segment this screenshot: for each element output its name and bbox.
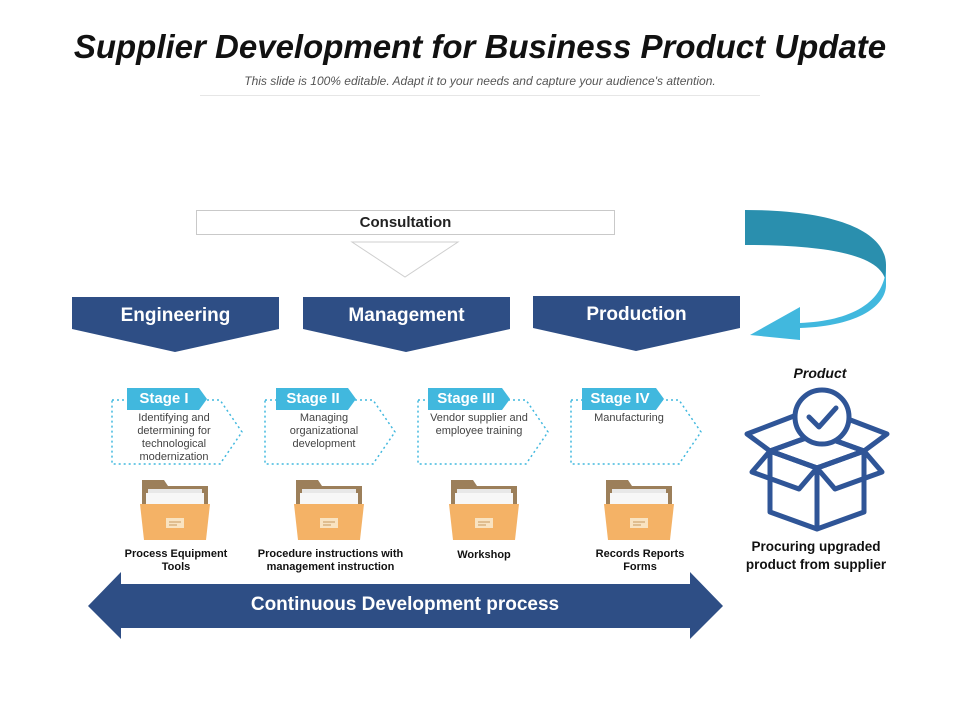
slide-title: Supplier Development for Business Produc…: [73, 28, 887, 65]
open-box-check-icon: [744, 387, 890, 532]
continuous-development-label: Continuous Development process: [250, 594, 560, 615]
slide-subtitle: This slide is 100% editable. Adapt it to…: [244, 74, 716, 88]
product-caption: Procuring upgraded product from supplier: [745, 539, 887, 572]
stage-4-description: Manufacturing: [594, 412, 664, 424]
banner-management: Management: [303, 297, 510, 353]
stage-3-tag: Stage III: [428, 388, 510, 410]
stage-1-tag: Stage I: [127, 388, 207, 410]
stage-3-caption: Workshop: [457, 549, 511, 561]
consultation-funnel: [350, 241, 460, 278]
stage-2-tag-label: Stage II: [286, 390, 340, 407]
folder-icon: [449, 480, 519, 540]
stage-4-tag-label: Stage IV: [590, 390, 650, 407]
banner-production: Production: [533, 296, 740, 352]
stage-1-description: Identifying and determining for technolo…: [137, 412, 211, 463]
banner-label-production: Production: [586, 304, 687, 325]
curved-return-arrow-icon: [745, 210, 886, 340]
stage-3-tag-label: Stage III: [437, 390, 495, 407]
stage-1-tag-label: Stage I: [139, 390, 189, 407]
consultation-box: Consultation: [196, 210, 615, 235]
stage-2-tag: Stage II: [276, 388, 356, 410]
stage-1-caption: Process Equipment Tools: [124, 548, 228, 573]
stage-4-tag: Stage IV: [582, 388, 664, 410]
banner-label-management: Management: [348, 305, 465, 326]
header-divider: [200, 95, 760, 96]
stage-3-description: Vendor supplier and employee training: [430, 412, 528, 437]
banner-engineering: Engineering: [72, 297, 279, 353]
stage-2-description: Managing organizational development: [289, 412, 359, 450]
folder-icon: [294, 480, 364, 540]
continuous-development-arrow: [88, 572, 723, 639]
stage-4-caption: Records Reports Forms: [595, 548, 685, 573]
banner-label-engineering: Engineering: [120, 305, 231, 326]
stage-2-caption: Procedure instructions with management i…: [257, 548, 404, 573]
product-label: Product: [793, 365, 847, 381]
folder-icon: [140, 480, 210, 540]
folder-icon: [604, 480, 674, 540]
